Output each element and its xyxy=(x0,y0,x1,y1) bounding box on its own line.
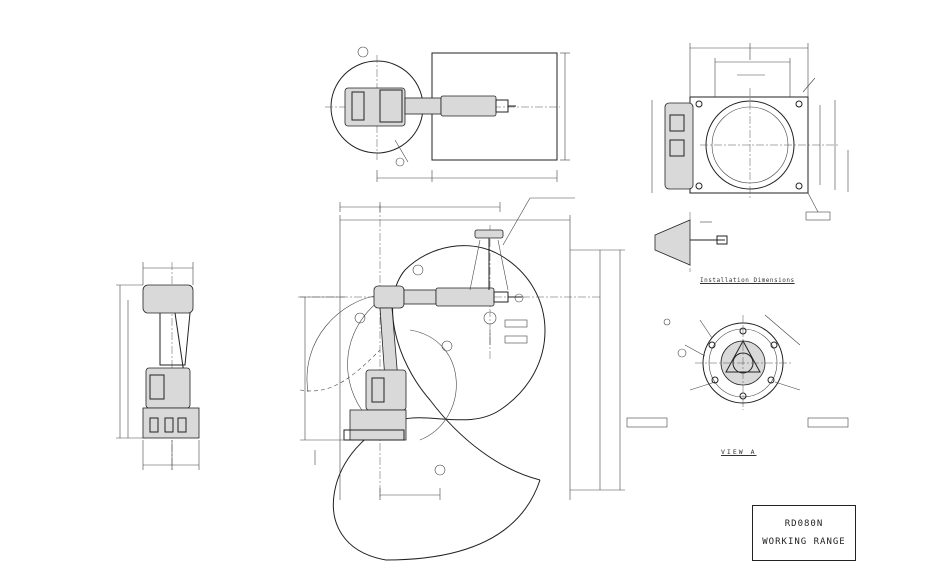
view-a-caption: VIEW A xyxy=(721,448,757,456)
drawing-subtitle: WORKING RANGE xyxy=(762,537,846,547)
installation-caption: Installation Dimensions xyxy=(700,277,795,284)
side-view-working-range xyxy=(298,197,625,561)
view-a-flange xyxy=(626,314,849,428)
base-plan-view xyxy=(651,43,849,221)
top-view xyxy=(325,46,570,182)
title-block: RD080N WORKING RANGE xyxy=(752,505,856,561)
rear-view xyxy=(116,262,200,470)
model-name: RD080N xyxy=(784,519,824,529)
installation-section xyxy=(654,212,728,272)
